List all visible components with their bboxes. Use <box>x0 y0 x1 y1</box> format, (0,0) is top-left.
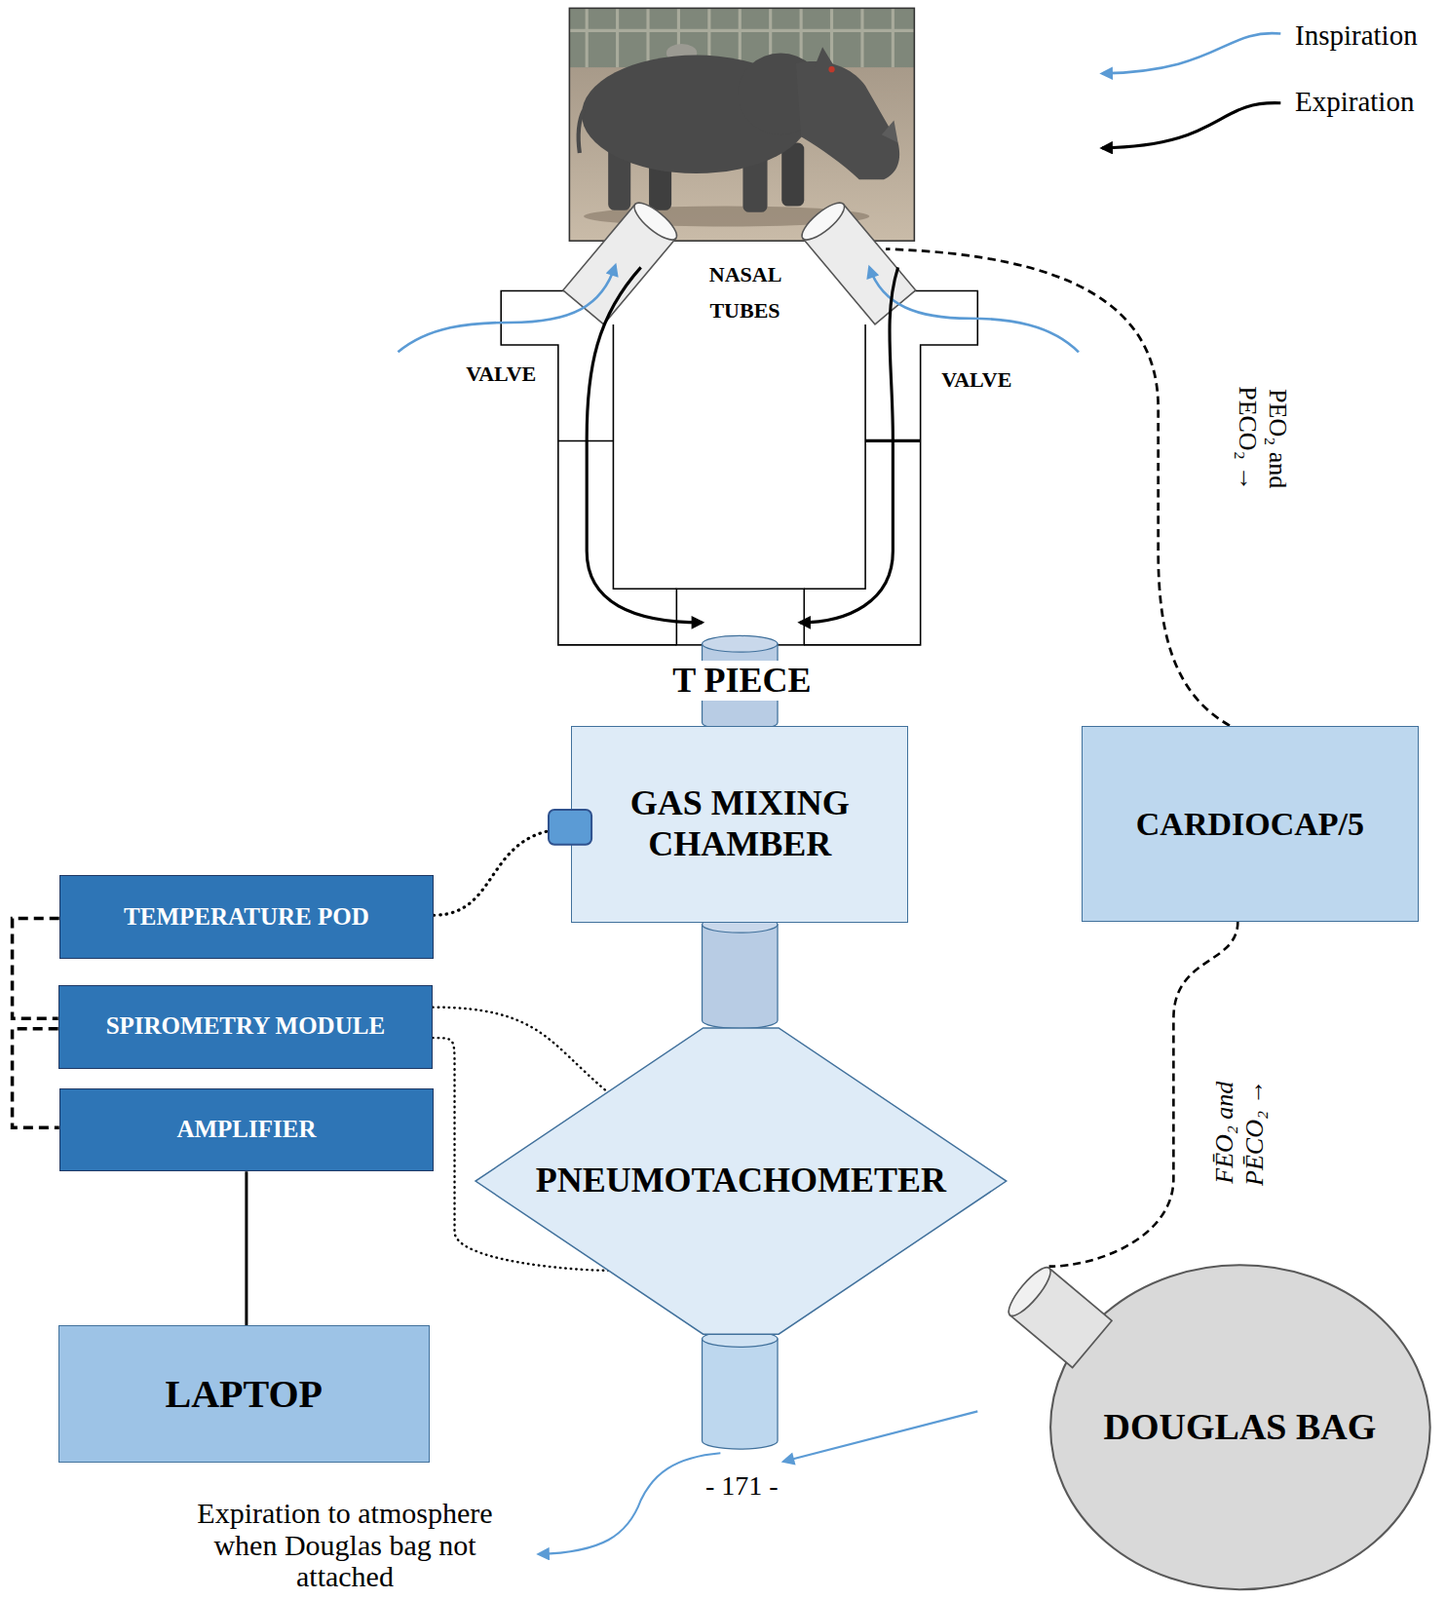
bag-body <box>1050 1265 1431 1591</box>
bag-art <box>1002 1262 1430 1591</box>
temperature-sensor <box>547 808 593 846</box>
part-label: T PIECE <box>668 660 815 701</box>
node-text: DOUGLAS BAG <box>1103 1406 1377 1449</box>
node-text: PNEUMOTACHOMETER <box>535 1160 947 1201</box>
edge-label-holder: FĒO₂ and PĒCO₂ → <box>1209 1063 1270 1203</box>
photo-ground <box>569 7 914 241</box>
t-piece-wall <box>803 324 866 589</box>
inspiration-arrow <box>397 265 615 352</box>
rhino-tail <box>578 110 584 153</box>
expiration-arrow <box>586 266 702 622</box>
bracket-line <box>12 1028 60 1129</box>
bag-shape: DOUGLAS BAG <box>1005 1259 1432 1592</box>
label-holder: - 171 - <box>701 1470 783 1502</box>
t-piece-wall <box>500 290 677 645</box>
cylinder-pipe <box>702 1338 778 1449</box>
tube-opening <box>629 196 683 245</box>
node-text: CARDIOCAP/5 <box>1136 804 1365 843</box>
rhino-photo <box>569 7 914 241</box>
cable-line <box>244 1171 248 1326</box>
part-label: NASAL TUBES <box>709 257 781 329</box>
module-box: AMPLIFIER <box>59 1088 434 1172</box>
node-text: LAPTOP <box>165 1371 324 1417</box>
monitor-box: CARDIOCAP/5 <box>1081 725 1419 922</box>
cylinder-pipe <box>702 924 778 1029</box>
text-area: PNEUMOTACHOMETER <box>475 1027 1007 1334</box>
airflow-arrow <box>538 1452 721 1555</box>
bag-neck <box>1002 1262 1112 1369</box>
label-holder: VALVE <box>465 361 536 386</box>
airflow-arrow <box>783 1410 978 1461</box>
part-label: VALVE <box>941 367 1012 392</box>
legend-text: Expiration <box>1294 85 1414 118</box>
ear-tag <box>828 66 835 73</box>
rhino-head <box>796 61 900 180</box>
rhino-leg <box>781 143 804 207</box>
page-number: - 171 - <box>701 1470 783 1502</box>
label-holder: Expiration to atmosphere when Douglas ba… <box>176 1497 513 1593</box>
signal-label: FĒO₂ and PĒCO₂ → <box>1209 1063 1270 1203</box>
computer-box: LAPTOP <box>58 1325 430 1462</box>
nasal-tube <box>563 196 683 324</box>
label-holder: NASAL TUBES <box>709 257 781 329</box>
label-holder: T PIECE <box>668 660 815 701</box>
node-text: AMPLIFIER <box>176 1115 316 1144</box>
photo-background <box>569 7 914 68</box>
rhino-horn <box>881 120 899 144</box>
bracket-line <box>12 918 60 1020</box>
sensor-body <box>548 809 592 845</box>
t-piece-wall <box>612 324 677 589</box>
nasal-tube <box>797 196 916 324</box>
neck-opening <box>1002 1262 1057 1322</box>
part-label: VALVE <box>465 361 536 386</box>
legend-text: Inspiration <box>1294 19 1418 52</box>
legend-sample <box>1102 33 1281 74</box>
signal-wire <box>432 1007 608 1093</box>
module-box: TEMPERATURE POD <box>59 875 434 960</box>
sample-leader <box>885 249 1230 726</box>
node-text: GAS MIXING CHAMBER <box>583 783 896 865</box>
legend-sample <box>1102 103 1281 149</box>
tube-opening <box>797 196 850 245</box>
expiration-arrow <box>799 266 899 622</box>
legend-holder: Inspiration <box>1294 19 1418 52</box>
node-text: TEMPERATURE POD <box>123 903 370 932</box>
signal-label: PEO₂ and PECO₂ → <box>1231 369 1293 509</box>
flow-meter-hexagon: PNEUMOTACHOMETER <box>475 1027 1007 1334</box>
hexagon-shape <box>475 1027 1007 1334</box>
photo-fence <box>569 7 914 68</box>
chamber-box: GAS MIXING CHAMBER <box>570 725 909 923</box>
sample-line <box>1049 921 1239 1267</box>
module-box: SPIROMETRY MODULE <box>58 985 433 1069</box>
label-holder: VALVE <box>941 367 1012 392</box>
label-holder: PEO₂ and PECO₂ → <box>1231 369 1293 509</box>
node-text: SPIROMETRY MODULE <box>106 1012 385 1041</box>
inspiration-arrow <box>869 266 1079 352</box>
rhino-ear <box>814 46 836 68</box>
text-area: DOUGLAS BAG <box>1050 1265 1431 1591</box>
legend-holder: Expiration <box>1294 85 1414 118</box>
note-text: Expiration to atmosphere when Douglas ba… <box>176 1497 513 1593</box>
photo-border <box>569 7 914 241</box>
cylinder-top <box>702 635 778 652</box>
